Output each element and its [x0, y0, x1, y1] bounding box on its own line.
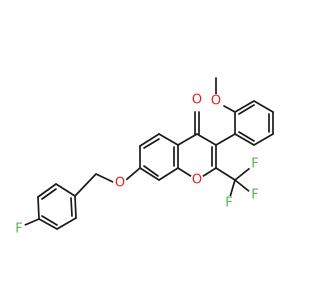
bond: [56, 217, 77, 230]
bond: [74, 195, 77, 219]
bond: [234, 100, 255, 113]
bond-inner: [238, 131, 255, 142]
atom-label: F: [251, 157, 258, 172]
bond: [37, 183, 57, 198]
bond: [234, 167, 251, 181]
bond: [139, 133, 160, 147]
atom-label: F: [251, 188, 258, 203]
bond-inner: [70, 197, 73, 217]
bond-inner: [41, 215, 58, 226]
bond: [37, 196, 40, 220]
bond: [196, 133, 217, 146]
atom-carbonyl-oxygen: O: [190, 93, 204, 108]
molecule-structure-diagram: O O O O F F F F: [12, 77, 274, 237]
atom-label: F: [225, 196, 232, 211]
bond: [95, 173, 114, 183]
bond: [253, 100, 274, 113]
atom-label: O: [115, 176, 125, 191]
atom-ether-oxygen: O: [113, 176, 127, 191]
bond: [38, 218, 58, 230]
bond: [234, 179, 251, 193]
bond: [139, 167, 160, 181]
bond: [177, 133, 198, 146]
atom-label: O: [192, 173, 202, 188]
atom-cf3-fluorine-a: F: [248, 157, 262, 172]
bond: [253, 133, 274, 146]
bond: [74, 173, 97, 197]
bond: [215, 167, 236, 181]
bond: [215, 133, 236, 146]
bond: [229, 179, 236, 198]
atom-cf3-fluorine-b: F: [248, 188, 262, 203]
atom-aryl-fluorine: F: [12, 222, 26, 237]
atom-label: O: [211, 94, 221, 109]
bonds-layer: [24, 77, 274, 230]
bond: [55, 183, 76, 197]
atom-methoxy-oxygen: O: [209, 94, 223, 109]
atom-cf3-fluorine-c: F: [222, 196, 236, 211]
atom-labels-layer: O O O O F F F F: [12, 93, 262, 237]
bond: [223, 105, 236, 113]
atom-label: F: [15, 222, 22, 237]
bond: [125, 167, 141, 181]
bond: [158, 167, 179, 181]
bond-inner: [238, 104, 255, 115]
atom-ring-oxygen: O: [190, 173, 204, 188]
atom-label: O: [192, 93, 202, 108]
bond: [158, 133, 179, 146]
bond: [234, 133, 255, 146]
bond-inner: [143, 138, 160, 149]
bond-inner: [41, 188, 57, 200]
bond: [24, 218, 40, 226]
bond-inner: [143, 165, 159, 177]
